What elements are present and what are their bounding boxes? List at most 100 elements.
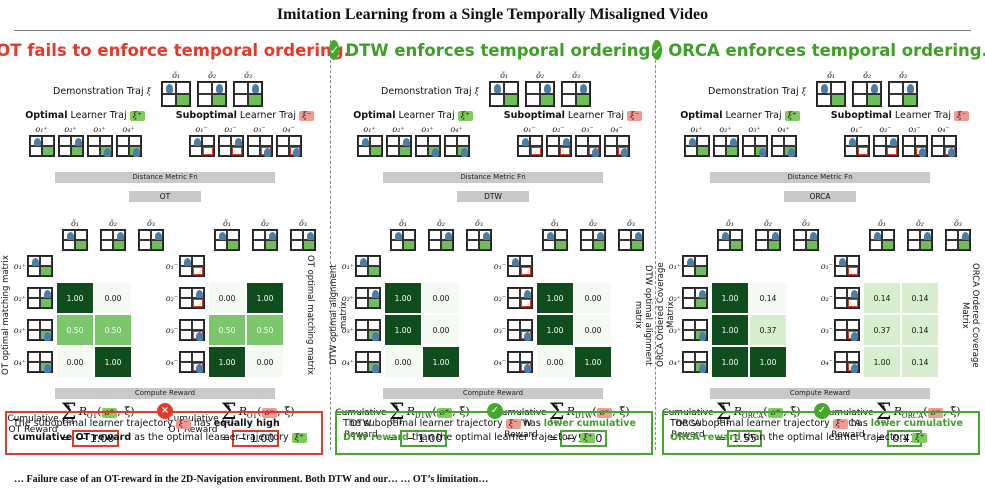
matrix-column-header: õ₂ (247, 218, 283, 251)
cross-icon: × (157, 403, 173, 419)
matrix-row-headers: o₁⁺o₂⁺o₃⁺o₄⁺ (668, 251, 712, 377)
matrix-cell: 0.00 (247, 347, 283, 377)
matrix-cell (750, 251, 786, 281)
gridworld-frame-icon (27, 319, 53, 341)
learner-frame: o₂⁻ (217, 124, 244, 157)
matrix-cell: 1.00 (537, 283, 573, 313)
gridworld-frame-icon (466, 229, 492, 251)
matrix-row-header: o₁⁻ (493, 251, 537, 281)
matrix-column-header: õ₃ (285, 218, 321, 251)
matrix-row-header: o₄⁺ (13, 347, 57, 377)
learner-frame: o₂⁺ (385, 124, 412, 157)
matrix-cell: 0.00 (575, 283, 611, 313)
gridworld-frame-icon (574, 135, 601, 157)
learner-frame: o₃⁺ (86, 124, 113, 157)
gridworld-frame-icon (290, 229, 316, 251)
gridworld-frame-icon (355, 255, 381, 277)
matrix-row-headers: o₁⁻o₂⁻o₃⁻o₄⁻ (820, 251, 864, 377)
demo-frame: õ₂ (525, 70, 556, 107)
matrix-cell: 0.00 (209, 283, 245, 313)
demo-frame: õ₃ (233, 70, 264, 107)
matrix-cell (613, 315, 649, 345)
learner-frame: o₄⁻ (275, 124, 302, 157)
matrix-cell: 0.00 (57, 347, 93, 377)
learner-frame: o₁⁻ (188, 124, 215, 157)
matrix-cell (209, 251, 245, 281)
gridworld-frame-icon (516, 135, 543, 157)
matrix-cell (940, 315, 976, 345)
gridworld-frame-icon (843, 135, 870, 157)
method-panel-orca: ✓ORCA enforces temporal ordering.Demonst… (652, 40, 985, 458)
matrix-cell: 0.00 (385, 347, 421, 377)
gridworld-frame-icon (217, 135, 244, 157)
operator-name: OT (129, 191, 201, 202)
matrix-cell (95, 251, 131, 281)
optimal-learner-trajectory: Optimal Learner Traj ξ⁺o₁⁺o₂⁺o₃⁺o₄⁺ (660, 110, 820, 157)
matrix-cell: 0.14 (750, 283, 786, 313)
matrix-cell: 0.50 (209, 315, 245, 345)
matrix-cell: 1.00 (575, 347, 611, 377)
gridworld-frame-icon (161, 81, 192, 107)
matrix-row-header: o₂⁻ (820, 283, 864, 313)
learner-frame: o₂⁻ (545, 124, 572, 157)
matrix-row-headers: o₁⁻o₂⁻o₃⁻o₄⁻ (165, 251, 209, 377)
matrix-side-label: DTW optimal alignment matrix (329, 264, 349, 366)
matrix-cell (133, 283, 169, 313)
gridworld-frame-icon (27, 287, 53, 309)
compute-reward-bar: Compute Reward (710, 388, 930, 399)
matrix-row-headers: o₁⁻o₂⁻o₃⁻o₄⁻ (493, 251, 537, 377)
headline-text: OT fails to enforce temporal ordering. (0, 40, 350, 60)
matrix-cell (285, 315, 321, 345)
demo-frame: õ₂ (197, 70, 228, 107)
matrix-cell (385, 251, 421, 281)
gridworld-frame-icon (717, 229, 743, 251)
matrix-row-header: o₄⁻ (493, 347, 537, 377)
learner-frame: o₃⁻ (901, 124, 928, 157)
panel-separator (330, 40, 331, 450)
matrix-cell: 0.37 (864, 315, 900, 345)
matrix-row-header: o₂⁻ (165, 283, 209, 313)
gridworld-frame-icon (355, 287, 381, 309)
reward-label: Cumulative ORCA Reward (662, 408, 714, 440)
gridworld-frame-icon (888, 81, 919, 107)
matrix-column-header: õ₃ (133, 218, 169, 251)
reward-label: Cumulative DTW Reward (495, 408, 547, 440)
matrix-cell (423, 251, 459, 281)
matrix-row-header: o₁⁻ (165, 251, 209, 281)
learner-frames: o₁⁻o₂⁻o₃⁻o₄⁻ (820, 124, 980, 157)
matrix-row-headers: o₁⁺o₂⁺o₃⁺o₄⁺ (341, 251, 385, 377)
reward-label: Cumulative ORCA Reward (822, 408, 874, 440)
gridworld-frame-icon (252, 229, 278, 251)
learner-frame: o₃⁻ (574, 124, 601, 157)
matrix-cell (461, 315, 497, 345)
panel-headline: ×OT fails to enforce temporal ordering. (0, 40, 350, 60)
demonstration-label: Demonstration Traj ξ̃ (708, 86, 807, 97)
distance-fn-bar: Distance Metric Fn (55, 172, 275, 183)
matrix-row-header: o₄⁺ (668, 347, 712, 377)
operator-name: DTW (457, 191, 529, 202)
title-rule (14, 30, 971, 31)
reward-value: 1.55 (727, 430, 762, 447)
operator-name: ORCA (784, 191, 856, 202)
gridworld-frame-icon (414, 135, 441, 157)
matrix-cell: 0.50 (247, 315, 283, 345)
gridworld-frame-icon (27, 351, 53, 373)
gridworld-frame-icon (179, 287, 205, 309)
matrix-cell: 1.00 (247, 283, 283, 313)
matrix-cell: 1.00 (209, 347, 245, 377)
matrix-side-label: ORCA Ordered Coverage Matrix (960, 262, 980, 368)
gridworld-frame-icon (545, 135, 572, 157)
matrix-cell: 0.00 (575, 315, 611, 345)
gridworld-frame-icon (385, 135, 412, 157)
matrix-row-header: o₁⁺ (341, 251, 385, 281)
matrix-row-header: o₂⁺ (668, 283, 712, 313)
headline-text: ORCA enforces temporal ordering. (668, 40, 985, 60)
